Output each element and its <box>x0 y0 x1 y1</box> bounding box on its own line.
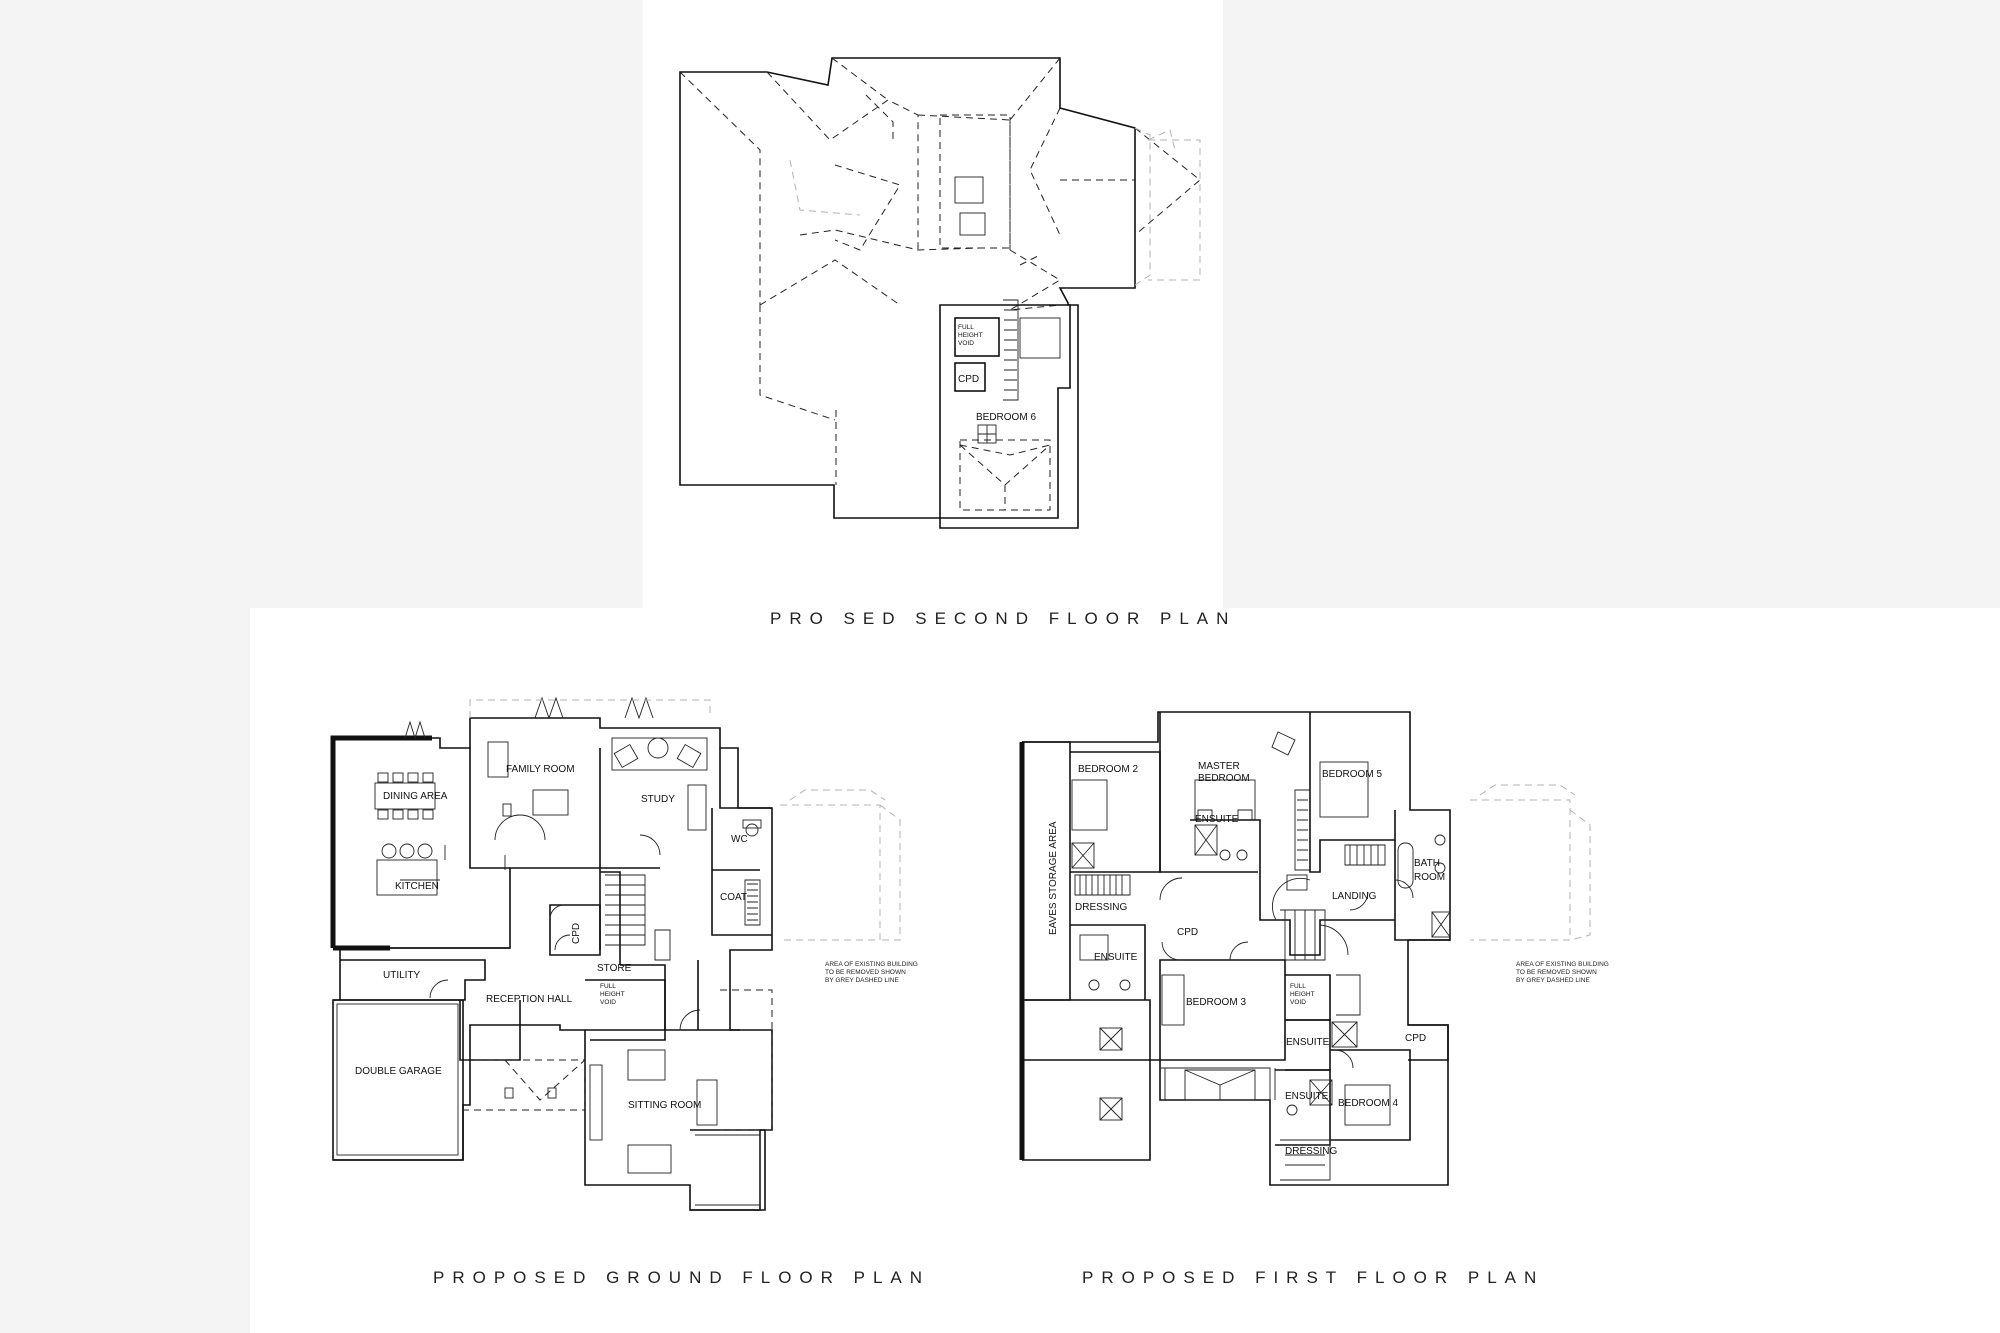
existing-building-note: TO BE REMOVED SHOWN <box>1516 969 1597 976</box>
bathroom-label: ROOM <box>1414 872 1445 883</box>
full-height-void-label: HEIGHT <box>600 991 625 998</box>
dressing-label: DRESSING <box>1075 902 1127 913</box>
roof-outline <box>679 57 1136 529</box>
full-height-void-label: VOID <box>1290 999 1306 1006</box>
dining-table <box>374 782 436 810</box>
full-height-void-label: VOID <box>958 340 974 347</box>
second-floor-sheet <box>643 0 1223 608</box>
full-height-void-label: HEIGHT <box>1290 991 1315 998</box>
bedroom-6-label: BEDROOM 6 <box>976 412 1036 423</box>
full-height-void-label: FULL <box>1290 983 1306 990</box>
bedroom-4-label: BEDROOM 4 <box>1338 1098 1398 1109</box>
full-height-void-box <box>954 317 1000 357</box>
cpd-2-label: CPD <box>1405 1033 1426 1044</box>
family-room-label: FAMILY ROOM <box>506 764 575 775</box>
existing-building-note: AREA OF EXISTING BUILDING <box>1516 961 1609 968</box>
second-floor-title: PRO SED SECOND FLOOR PLAN <box>770 609 1237 628</box>
utility-label: UTILITY <box>383 970 421 981</box>
ground-first-floor-sheet <box>250 608 2000 1333</box>
first-floor-title: PROPOSED FIRST FLOOR PLAN <box>1082 1268 1545 1287</box>
ensuite-4-label: ENSUITE <box>1285 1091 1329 1102</box>
store-label: STORE <box>597 963 632 974</box>
ground-floor-title: PROPOSED GROUND FLOOR PLAN <box>433 1268 931 1287</box>
eaves-storage-walls <box>1022 741 1071 1001</box>
dressing-2-label: DRESSING <box>1285 1146 1337 1157</box>
first-floor-plan <box>1019 711 1591 1186</box>
cpd-label: CPD <box>958 374 979 385</box>
kitchen-island <box>376 859 438 896</box>
existing-building-note: AREA OF EXISTING BUILDING <box>825 961 918 968</box>
full-height-void-label: HEIGHT <box>958 332 983 339</box>
master-bedroom-label: MASTER <box>1198 761 1240 772</box>
full-height-void-label: VOID <box>600 999 616 1006</box>
existing-building-note: BY GREY DASHED LINE <box>1516 977 1590 984</box>
ensuite-3-label: ENSUITE <box>1286 1037 1330 1048</box>
ensuite-2-label: ENSUITE <box>1094 952 1138 963</box>
dining-area-label: DINING AREA <box>383 791 448 802</box>
bedroom-2-label: BEDROOM 2 <box>1078 764 1138 775</box>
cpd-label: CPD <box>571 923 582 944</box>
ground-floor-labels: FAMILY ROOM DINING AREA KITCHEN STUDY WC… <box>355 764 918 1111</box>
study-label: STUDY <box>641 794 675 805</box>
ensuite-master-label: ENSUITE <box>1195 814 1239 825</box>
second-floor-labels: FULL HEIGHT VOID CPD BEDROOM 6 <box>958 324 1036 423</box>
bedroom-6-block <box>939 304 1071 519</box>
full-height-void-label: FULL <box>600 983 616 990</box>
landing-label: LANDING <box>1332 891 1377 902</box>
reception-hall-label: RECEPTION HALL <box>486 994 573 1005</box>
cpd-label: CPD <box>1177 927 1198 938</box>
wc-label: WC <box>731 834 748 845</box>
coat-label: COAT <box>720 892 747 903</box>
bathroom-label: BATH <box>1414 858 1440 869</box>
roof-skylight <box>954 176 984 204</box>
double-garage-label: DOUBLE GARAGE <box>355 1066 442 1077</box>
roof-skylight <box>959 212 986 236</box>
eaves-storage-label: EAVES STORAGE AREA <box>1048 821 1059 935</box>
master-bedroom-label: BEDROOM <box>1198 773 1250 784</box>
existing-building-note: TO BE REMOVED SHOWN <box>825 969 906 976</box>
full-height-void-label: FULL <box>958 324 974 331</box>
existing-building-note: BY GREY DASHED LINE <box>825 977 899 984</box>
bedroom-5-label: BEDROOM 5 <box>1322 769 1382 780</box>
kitchen-label: KITCHEN <box>395 881 439 892</box>
first-floor-labels: MASTER BEDROOM BEDROOM 2 BEDROOM 5 ENSUI… <box>1048 761 1609 1157</box>
double-garage-walls <box>333 999 464 1161</box>
cpd-box <box>954 362 986 392</box>
ground-floor-plan <box>330 696 901 1211</box>
bedroom-3-label: BEDROOM 3 <box>1186 997 1246 1008</box>
second-floor-plan <box>679 57 1201 529</box>
sitting-room-label: SITTING ROOM <box>628 1100 701 1111</box>
